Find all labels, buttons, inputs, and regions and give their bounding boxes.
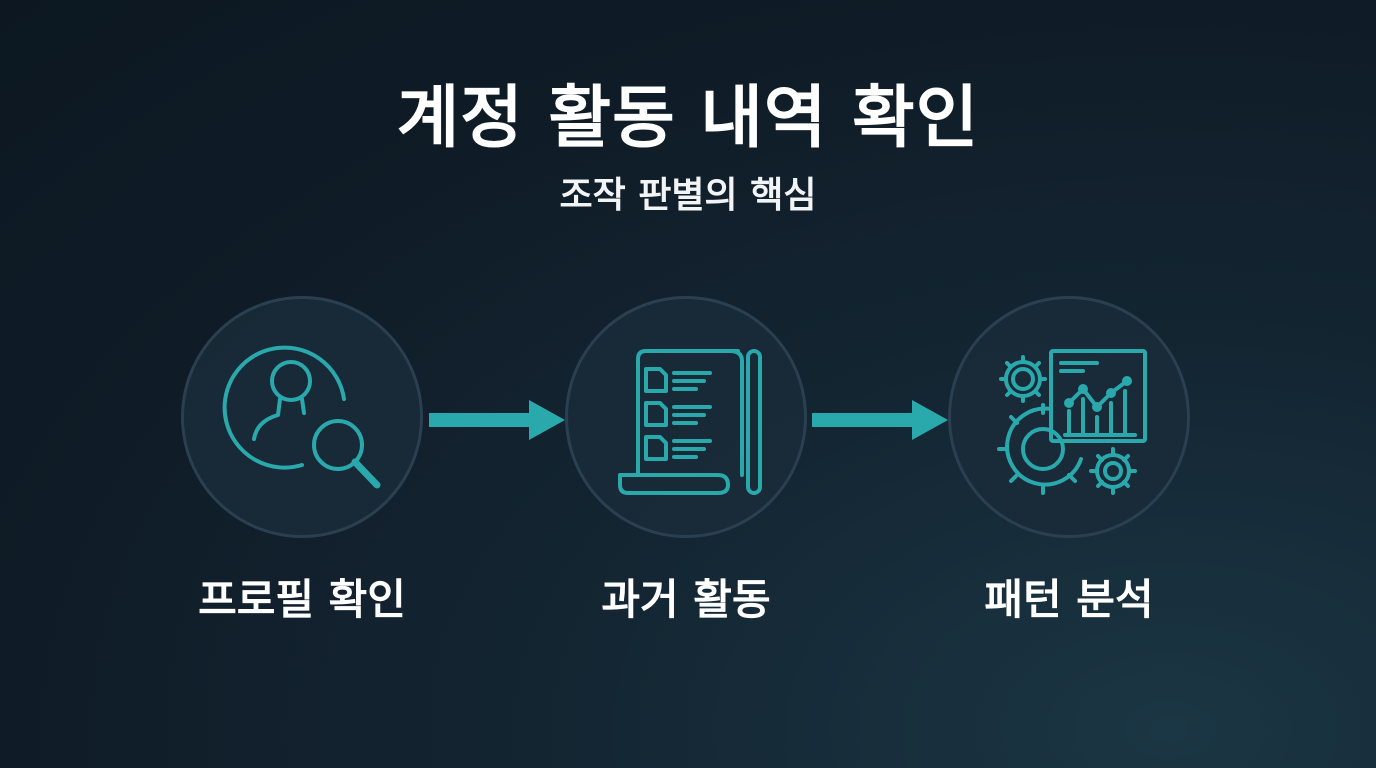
profile-search-icon [222,345,381,489]
large-gear-icon [997,403,1083,495]
arrow-1 [429,398,565,442]
small-gear-icon [999,355,1047,403]
page-subtitle: 조작 판별의 핵심 [559,175,817,216]
pattern-analysis-icon [997,349,1147,495]
step-pattern [948,296,1190,538]
activity-log-icon [618,349,762,495]
step-activity [565,296,807,538]
step-label-profile: 프로필 확인 [198,575,406,624]
bottom-gear-icon [1089,447,1137,495]
step-label-pattern: 패턴 분석 [984,575,1154,624]
page-title: 계정 활동 내역 확인 [396,79,980,158]
arrow-2 [812,398,948,442]
step-label-activity: 과거 활동 [601,575,771,624]
step-profile [181,296,423,538]
